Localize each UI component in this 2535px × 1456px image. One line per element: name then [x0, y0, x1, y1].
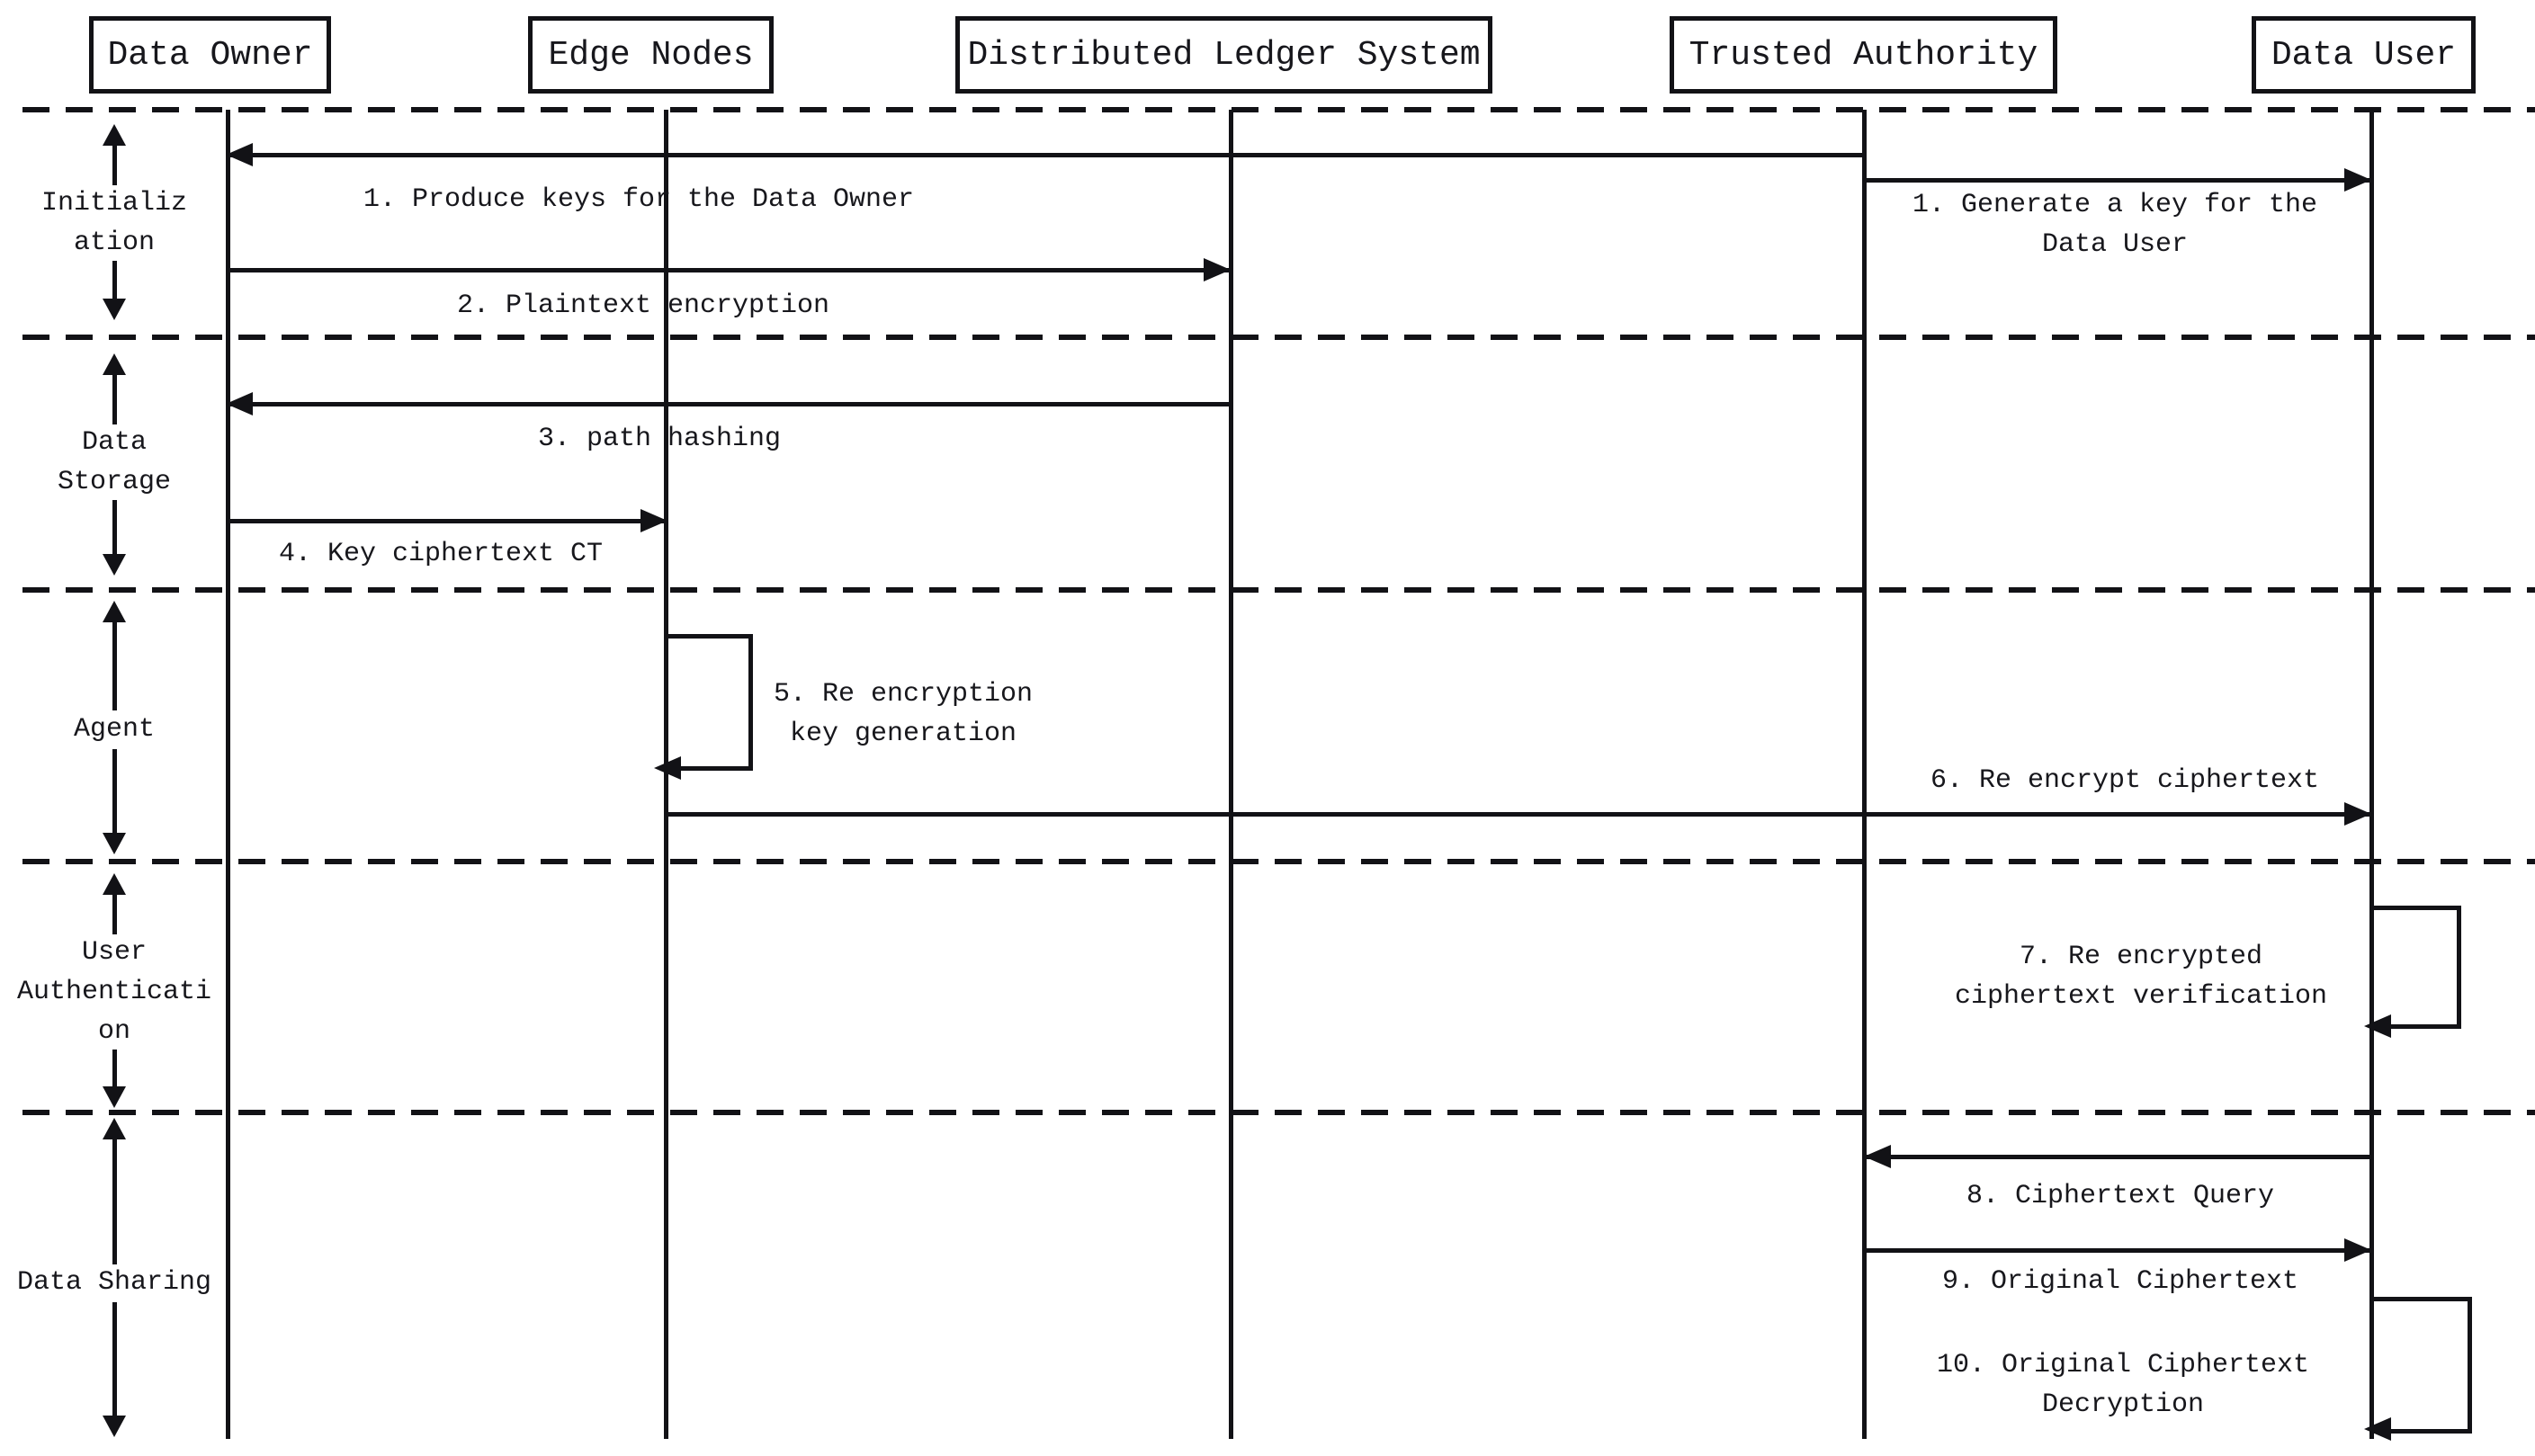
actor-title-data-user: Data User — [2271, 35, 2457, 75]
phase-agent-extent-line — [112, 621, 117, 710]
phase-user-authentication-arrow-up-icon — [103, 873, 126, 895]
phase-data-storage-extent-line — [112, 373, 117, 424]
phase-user-authentication-extent-line — [112, 1050, 117, 1088]
msg5-arrowhead-left-icon — [654, 756, 681, 780]
phase-separator-5 — [22, 1110, 2535, 1115]
phase-label-data-storage: Data Storage — [57, 427, 172, 497]
phase-initialization-arrow-up-icon — [103, 124, 126, 146]
phase-separator-2 — [22, 335, 2535, 340]
msg9-line — [1864, 1248, 2371, 1253]
phase-separator-4 — [22, 859, 2535, 864]
msg10-label: 10. Original Ciphertext Decryption — [1936, 1350, 2310, 1420]
msg1b-line — [1864, 178, 2371, 183]
msg9-arrowhead-right-icon — [2344, 1238, 2371, 1262]
msg6-arrowhead-right-icon — [2344, 802, 2371, 826]
msg7-self-loop — [2371, 906, 2461, 1029]
phase-data-sharing-arrow-up-icon — [103, 1118, 126, 1139]
msg9-label: 9. Original Ciphertext — [1941, 1266, 2299, 1297]
phase-agent-arrow-up-icon — [103, 601, 126, 622]
lifeline-data-user — [2369, 110, 2374, 1439]
phase-agent-extent-line — [112, 749, 117, 835]
msg1a-arrowhead-left-icon — [226, 143, 253, 166]
phase-data-storage-arrow-up-icon — [103, 353, 126, 375]
actor-box-data-user: Data User — [2252, 16, 2476, 94]
actor-title-distributed-ledger-system: Distributed Ledger System — [967, 35, 1481, 75]
msg7-label: 7. Re encrypted ciphertext verification — [1954, 942, 2328, 1012]
msg8-label: 8. Ciphertext Query — [1966, 1181, 2275, 1211]
actor-title-edge-nodes: Edge Nodes — [548, 35, 754, 75]
actor-box-trusted-authority: Trusted Authority — [1670, 16, 2057, 94]
phase-data-sharing-extent-line — [112, 1302, 117, 1417]
phase-initialization-extent-line — [112, 261, 117, 300]
phase-initialization-arrow-down-icon — [103, 299, 126, 320]
phase-user-authentication-arrow-down-icon — [103, 1086, 126, 1108]
actor-box-data-owner: Data Owner — [89, 16, 331, 94]
msg1b-arrowhead-right-icon — [2344, 168, 2371, 192]
actor-box-edge-nodes: Edge Nodes — [528, 16, 774, 94]
phase-data-sharing-extent-line — [112, 1138, 117, 1264]
phase-label-initialization: Initializ ation — [40, 188, 188, 258]
msg2-line — [228, 268, 1231, 272]
msg4-label: 4. Key ciphertext CT — [278, 539, 604, 569]
phase-label-agent: Agent — [73, 714, 155, 745]
actor-title-data-owner: Data Owner — [107, 35, 313, 75]
phase-separator-1 — [22, 107, 2535, 112]
msg3-line — [228, 402, 1231, 406]
phase-data-storage-extent-line — [112, 500, 117, 556]
msg1a-line — [228, 153, 1864, 157]
msg5-label: 5. Re encryption key generation — [773, 679, 1034, 749]
msg3-label: 3. path hashing — [537, 424, 782, 454]
msg2-arrowhead-right-icon — [1204, 258, 1231, 281]
phase-agent-arrow-down-icon — [103, 833, 126, 854]
msg7-arrowhead-left-icon — [2364, 1014, 2391, 1038]
msg4-arrowhead-right-icon — [640, 509, 667, 532]
lifeline-data-owner — [226, 110, 230, 1439]
phase-separator-3 — [22, 587, 2535, 593]
msg5-self-loop — [666, 634, 753, 771]
msg6-label: 6. Re encrypt ciphertext — [1930, 765, 2320, 796]
msg8-arrowhead-left-icon — [1864, 1145, 1891, 1168]
phase-label-data-sharing: Data Sharing — [16, 1267, 212, 1298]
actor-box-distributed-ledger-system: Distributed Ledger System — [955, 16, 1492, 94]
actor-title-trusted-authority: Trusted Authority — [1689, 35, 2038, 75]
msg4-line — [228, 519, 667, 523]
phase-data-storage-arrow-down-icon — [103, 554, 126, 576]
phase-user-authentication-extent-line — [112, 893, 117, 934]
lifeline-distributed-ledger-system — [1229, 110, 1233, 1439]
msg1a-label: 1. Produce keys for the Data Owner — [363, 184, 915, 215]
msg8-line — [1864, 1155, 2371, 1159]
msg2-label: 2. Plaintext encryption — [456, 290, 830, 321]
msg6-line — [666, 812, 2371, 817]
lifeline-trusted-authority — [1862, 110, 1867, 1439]
phase-label-user-authentication: User Authenticati on — [16, 937, 212, 1047]
phase-initialization-extent-line — [112, 144, 117, 185]
phase-data-sharing-arrow-down-icon — [103, 1416, 126, 1437]
msg10-arrowhead-left-icon — [2364, 1417, 2391, 1441]
msg1b-label: 1. Generate a key for the Data User — [1912, 190, 2318, 260]
msg3-arrowhead-left-icon — [226, 392, 253, 415]
msg10-self-loop — [2371, 1297, 2472, 1434]
